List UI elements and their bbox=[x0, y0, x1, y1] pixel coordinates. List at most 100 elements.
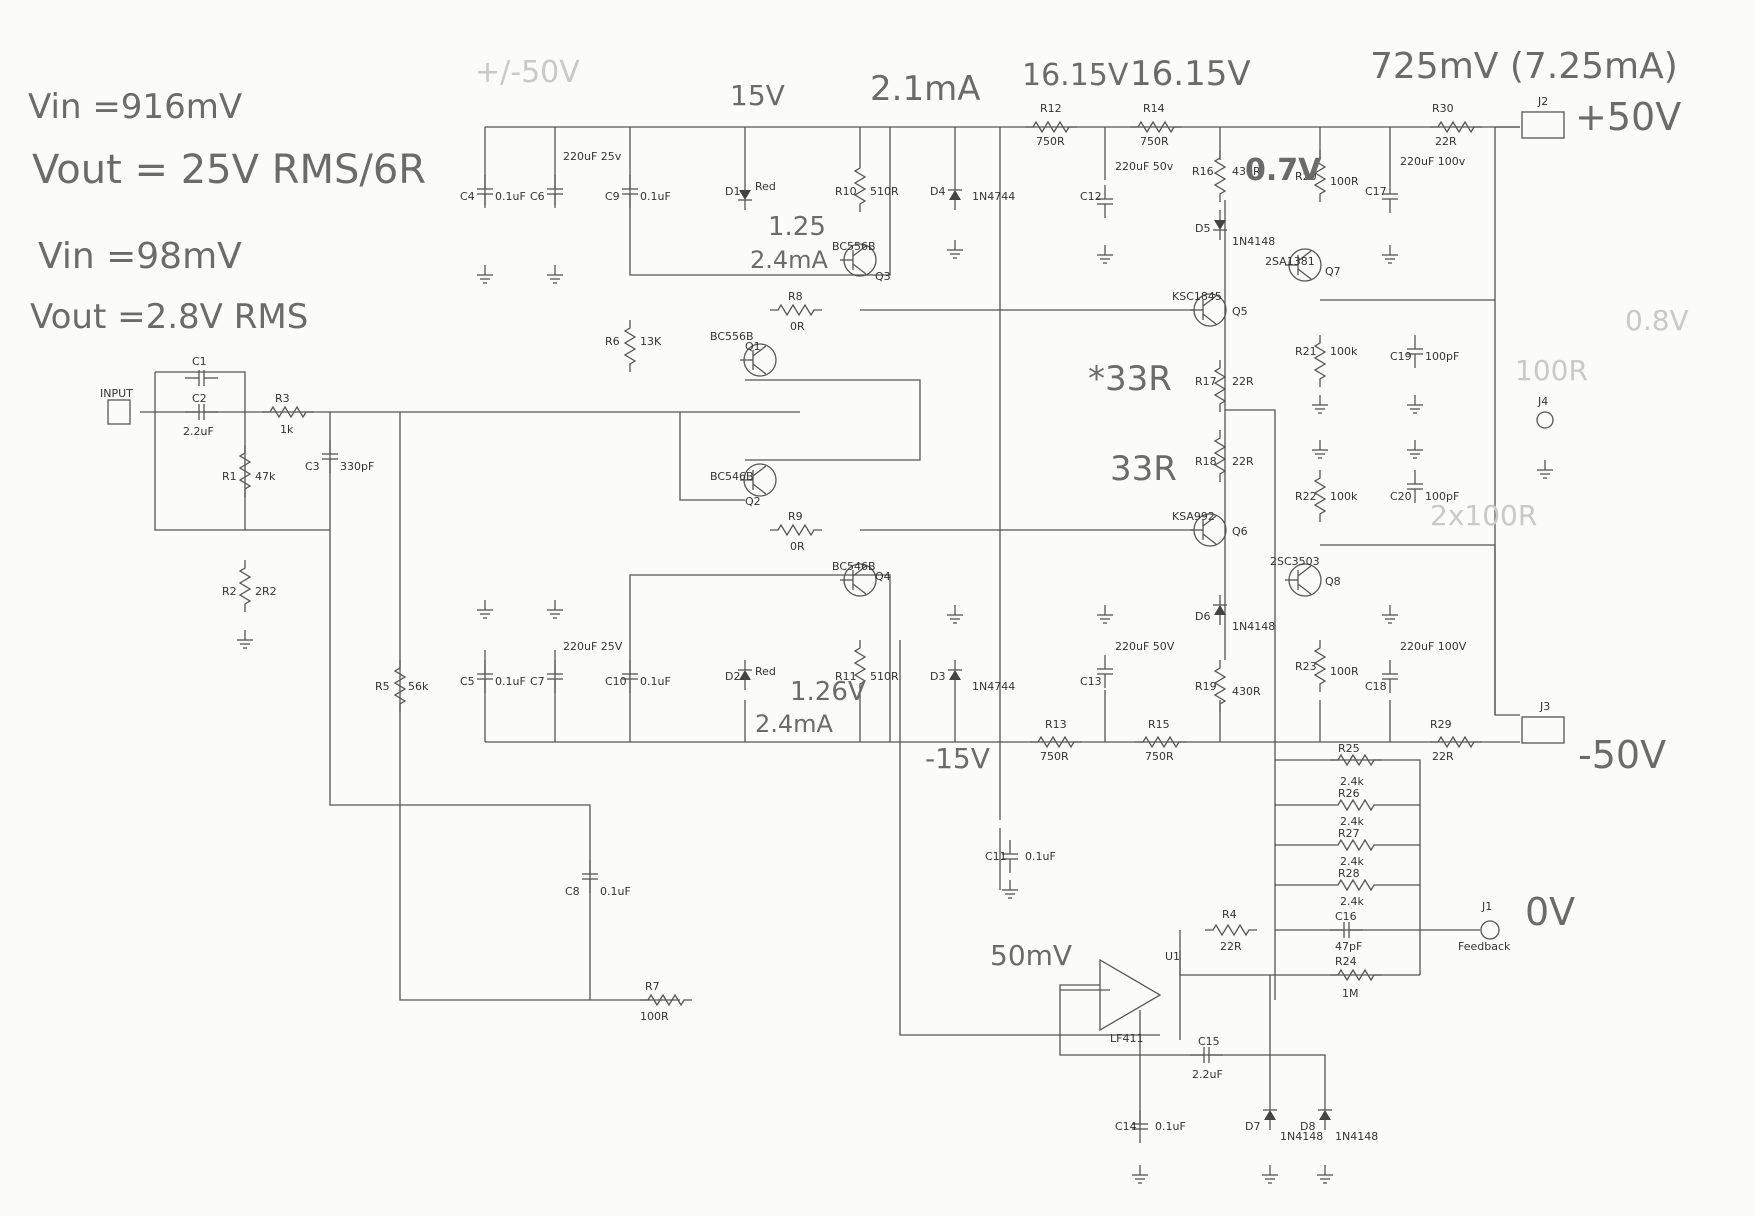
c8-value: 0.1uF bbox=[600, 885, 631, 898]
note-faint-50v: +/-50V bbox=[475, 55, 580, 90]
note-vout-2-8v: Vout =2.8V RMS bbox=[30, 297, 308, 337]
input-label: INPUT bbox=[100, 387, 133, 400]
r26-value: 2.4k bbox=[1340, 815, 1364, 828]
note-15v: 15V bbox=[730, 79, 785, 112]
j3-label: J3 bbox=[1539, 700, 1550, 713]
note-faint-2x100r: 2x100R bbox=[1430, 499, 1537, 532]
r6-label: R6 bbox=[605, 335, 620, 348]
r30-label: R30 bbox=[1432, 102, 1454, 115]
d5-label: D5 bbox=[1195, 222, 1210, 235]
note-725mv: 725mV (7.25mA) bbox=[1370, 46, 1678, 87]
note-plus-50v: +50V bbox=[1575, 95, 1681, 139]
r24-label: R24 bbox=[1335, 955, 1357, 968]
c7-value: 220uF 25V bbox=[563, 640, 623, 653]
q8-label: Q8 bbox=[1325, 575, 1341, 588]
q3-label: Q3 bbox=[875, 270, 891, 283]
r8-label: R8 bbox=[788, 290, 803, 303]
note-1-25: 1.25 bbox=[768, 212, 826, 242]
c3-value: 330pF bbox=[340, 460, 374, 473]
r12-label: R12 bbox=[1040, 102, 1062, 115]
j2-label: J2 bbox=[1537, 95, 1548, 108]
q1-label: Q1 bbox=[745, 340, 761, 353]
d4-label: D4 bbox=[930, 185, 945, 198]
c17-label: C17 bbox=[1365, 185, 1387, 198]
c8-label: C8 bbox=[565, 885, 580, 898]
q8-type: 2SC3503 bbox=[1270, 555, 1320, 568]
r3-value: 1k bbox=[280, 423, 294, 436]
q5-type: KSC1845 bbox=[1172, 290, 1222, 303]
note-vout-25v: Vout = 25V RMS/6R bbox=[32, 147, 426, 193]
note-2-1ma: 2.1mA bbox=[870, 69, 980, 109]
r29-value: 22R bbox=[1432, 750, 1454, 763]
r30-value: 22R bbox=[1435, 135, 1457, 148]
q6-label: Q6 bbox=[1232, 525, 1248, 538]
j1-value: Feedback bbox=[1458, 940, 1511, 953]
r2-label: R2 bbox=[222, 585, 237, 598]
r20-value: 100R bbox=[1330, 175, 1359, 188]
note-33r-a: *33R bbox=[1088, 359, 1172, 399]
r25-label: R25 bbox=[1338, 742, 1360, 755]
d6-value: 1N4148 bbox=[1232, 620, 1275, 633]
note-0v: 0V bbox=[1525, 890, 1575, 934]
r3-label: R3 bbox=[275, 392, 290, 405]
d1-value: Red bbox=[755, 180, 776, 193]
c12-label: C12 bbox=[1080, 190, 1102, 203]
r1-value: 47k bbox=[255, 470, 276, 483]
note-minus-15v: -15V bbox=[925, 742, 990, 775]
q4-type: BC546B bbox=[832, 560, 876, 573]
r10-value: 510R bbox=[870, 185, 899, 198]
note-2-4ma-b: 2.4mA bbox=[755, 710, 834, 738]
r22-value: 100k bbox=[1330, 490, 1358, 503]
r25-value: 2.4k bbox=[1340, 775, 1364, 788]
j4-label: J4 bbox=[1537, 395, 1548, 408]
q6-type: KSA992 bbox=[1172, 510, 1215, 523]
c15-label: C15 bbox=[1198, 1035, 1220, 1048]
r29-label: R29 bbox=[1430, 718, 1452, 731]
r28-value: 2.4k bbox=[1340, 895, 1364, 908]
r16-label: R16 bbox=[1192, 165, 1214, 178]
r15-value: 750R bbox=[1145, 750, 1174, 763]
c3-label: C3 bbox=[305, 460, 320, 473]
r1-label: R1 bbox=[222, 470, 237, 483]
r15-label: R15 bbox=[1148, 718, 1170, 731]
r7-label: R7 bbox=[645, 980, 660, 993]
note-50mv: 50mV bbox=[990, 939, 1072, 972]
note-minus-50v: -50V bbox=[1578, 733, 1666, 777]
note-faint-0-8v: 0.8V bbox=[1625, 304, 1689, 337]
note-0-7v: 0.7V bbox=[1245, 153, 1322, 188]
r11-label: R11 bbox=[835, 670, 857, 683]
c5-label: C5 bbox=[460, 675, 475, 688]
r18-value: 22R bbox=[1232, 455, 1254, 468]
c13-value: 220uF 50V bbox=[1115, 640, 1175, 653]
r23-value: 100R bbox=[1330, 665, 1359, 678]
c10-value: 0.1uF bbox=[640, 675, 671, 688]
q4-label: Q4 bbox=[875, 570, 891, 583]
r2-value: 2R2 bbox=[255, 585, 277, 598]
r8-value: 0R bbox=[790, 320, 805, 333]
r28-label: R28 bbox=[1338, 867, 1360, 880]
c2-value: 2.2uF bbox=[183, 425, 214, 438]
c16-value: 47pF bbox=[1335, 940, 1362, 953]
r9-label: R9 bbox=[788, 510, 803, 523]
d8-label: D8 bbox=[1300, 1120, 1315, 1133]
c12-value: 220uF 50v bbox=[1115, 160, 1174, 173]
c1-label: C1 bbox=[192, 355, 207, 368]
c20-value: 100pF bbox=[1425, 490, 1459, 503]
c11-value: 0.1uF bbox=[1025, 850, 1056, 863]
q2-label: Q2 bbox=[745, 495, 761, 508]
d5-value: 1N4148 bbox=[1232, 235, 1275, 248]
r13-value: 750R bbox=[1040, 750, 1069, 763]
r9-value: 0R bbox=[790, 540, 805, 553]
d8-value: 1N4148 bbox=[1335, 1130, 1378, 1143]
r5-label: R5 bbox=[375, 680, 390, 693]
note-16-15v-b: 16.15V bbox=[1130, 54, 1251, 94]
q5-label: Q5 bbox=[1232, 305, 1248, 318]
r4-value: 22R bbox=[1220, 940, 1242, 953]
c4-label: C4 bbox=[460, 190, 475, 203]
r17-label: R17 bbox=[1195, 375, 1217, 388]
r26-label: R26 bbox=[1338, 787, 1360, 800]
d7-label: D7 bbox=[1245, 1120, 1260, 1133]
r5-value: 56k bbox=[408, 680, 429, 693]
r13-label: R13 bbox=[1045, 718, 1067, 731]
c4-value: 0.1uF bbox=[495, 190, 526, 203]
